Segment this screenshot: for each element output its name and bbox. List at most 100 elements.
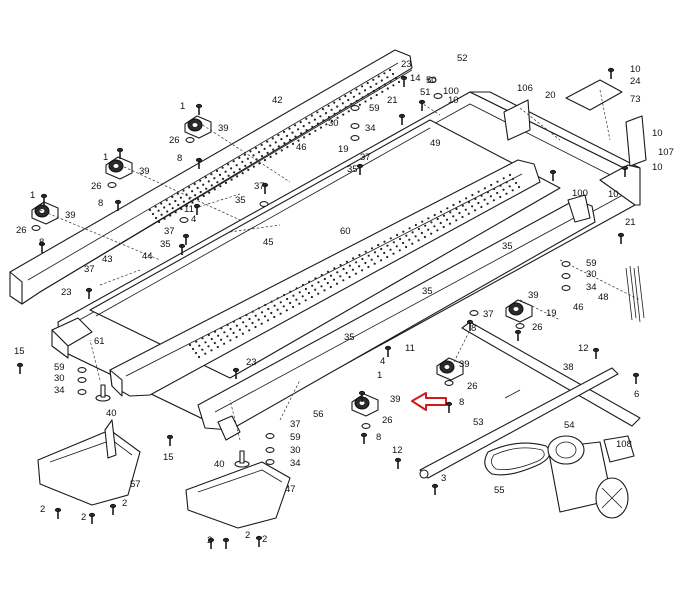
screw-head — [384, 345, 392, 351]
perforation-hole — [358, 265, 361, 268]
perforation-hole — [323, 289, 326, 292]
perforation-hole — [298, 302, 301, 305]
perforation-hole — [302, 125, 305, 128]
part-label-1: 1 — [377, 370, 382, 381]
perforation-hole — [395, 245, 398, 248]
perforation-hole — [245, 325, 248, 328]
perforation-hole — [311, 284, 314, 287]
perforation-hole — [442, 214, 446, 217]
perforation-hole — [199, 179, 202, 182]
perforation-hole — [313, 118, 316, 121]
part-label-10: 10 — [652, 162, 663, 173]
part-label-21: 21 — [625, 217, 636, 228]
washer — [259, 201, 269, 207]
perforation-hole — [411, 242, 414, 245]
perforation-hole — [257, 151, 261, 154]
perforation-hole — [274, 141, 277, 144]
washer — [77, 367, 87, 373]
part-label-2: 2 — [245, 530, 250, 541]
screw-head — [445, 401, 453, 407]
perforation-hole — [220, 327, 223, 330]
perforation-hole — [216, 345, 219, 349]
front-end-cap — [51, 194, 591, 359]
perforation-hole — [502, 177, 505, 180]
perforation-hole — [154, 205, 157, 208]
leader-lines — [39, 89, 641, 441]
perforation-hole — [245, 313, 248, 317]
part-label-39: 39 — [218, 123, 229, 134]
perforation-hole — [375, 82, 378, 85]
perforation-hole — [283, 142, 286, 145]
perforation-hole — [300, 132, 303, 135]
perforation-hole — [279, 301, 282, 304]
perforation-hole — [330, 108, 333, 111]
perforation-hole — [289, 301, 292, 305]
part-label-26: 26 — [532, 322, 543, 333]
perforation-hole — [455, 207, 458, 211]
perforation-hole — [219, 185, 222, 188]
wheel-assembly — [105, 156, 133, 180]
perforation-hole — [242, 321, 245, 324]
part-label-37: 37 — [360, 152, 371, 163]
perforation-hole — [264, 303, 267, 307]
perforation-hole — [232, 320, 235, 323]
perforation-hole — [177, 203, 180, 207]
washer — [427, 77, 437, 83]
wheel-assembly — [505, 299, 533, 323]
perforation-hole — [499, 184, 502, 187]
part-label-57: 57 — [130, 479, 141, 490]
screw-head — [621, 165, 629, 171]
perforation-hole — [355, 261, 358, 264]
perforation-hole — [372, 78, 375, 81]
part-label-30: 30 — [586, 269, 597, 280]
part-label-26: 26 — [382, 415, 393, 426]
perforation-hole — [316, 122, 319, 125]
perforation-hole — [280, 149, 283, 152]
part-label-35: 35 — [502, 241, 513, 252]
part-label-30: 30 — [54, 373, 65, 384]
perforation-hole — [213, 341, 216, 345]
perforation-hole — [489, 195, 492, 198]
perforation-hole — [201, 348, 204, 351]
perforation-hole — [361, 257, 364, 261]
screw-head — [54, 507, 62, 513]
screw-head — [360, 432, 368, 438]
perforation-hole — [361, 85, 364, 88]
perforation-hole — [420, 231, 423, 235]
part-label-43: 43 — [102, 254, 113, 265]
washer — [561, 273, 571, 279]
perforation-hole — [370, 247, 374, 250]
perforation-hole — [310, 114, 313, 117]
perforation-hole — [275, 152, 278, 155]
part-label-47: 47 — [285, 484, 296, 495]
perforation-hole — [514, 181, 518, 185]
wheel-assembly — [351, 393, 379, 417]
part-label-10: 10 — [448, 95, 459, 106]
part-label-23: 23 — [401, 59, 412, 70]
perforation-hole — [370, 97, 373, 100]
perforation-hole — [227, 174, 230, 177]
part-label-14: 14 — [410, 73, 421, 84]
part-label-52: 52 — [457, 53, 468, 64]
perforation-hole — [336, 105, 339, 108]
washer — [444, 380, 454, 386]
perforation-hole — [311, 125, 314, 128]
washer — [265, 459, 275, 465]
perforation-hole — [386, 76, 389, 79]
screw-head — [514, 329, 522, 335]
part-label-15: 15 — [163, 452, 174, 463]
perforation-hole — [213, 188, 216, 191]
perforation-hole — [361, 96, 364, 99]
perforation-hole — [358, 253, 361, 257]
part-label-59: 59 — [586, 258, 597, 269]
perforation-hole — [276, 297, 279, 300]
perforation-hole — [373, 251, 377, 254]
perforation-hole — [480, 205, 483, 209]
part-label-12: 12 — [578, 343, 589, 354]
screw-head — [400, 75, 408, 81]
perforation-hole — [496, 180, 499, 183]
part-label-10: 10 — [630, 64, 641, 75]
perforation-hole — [445, 218, 449, 221]
perforation-hole — [308, 121, 311, 124]
